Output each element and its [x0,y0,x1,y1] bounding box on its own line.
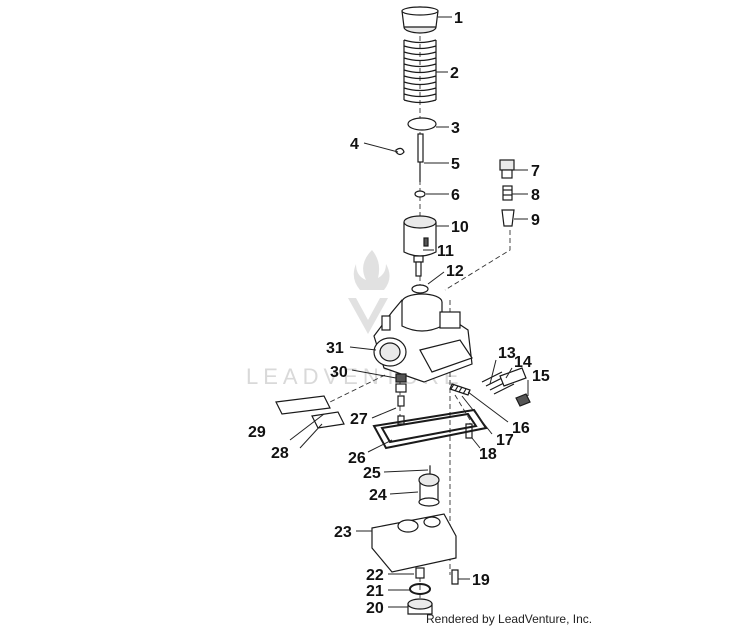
callout-15: 15 [532,368,550,385]
part-drain-o-ring [409,583,431,595]
part-drain-screw [451,569,459,585]
callout-11: 11 [437,243,454,260]
callout-8: 8 [531,187,540,204]
part-bowl-plug [407,598,433,615]
part-pilot-screw [449,383,471,396]
part-needle-clip [395,147,405,156]
leader-lines [289,16,529,608]
part-o-ring [411,284,429,294]
part-needle-valve [502,185,513,201]
callout-19: 19 [472,572,490,589]
part-plates [275,395,345,429]
callout-28: 28 [271,445,289,462]
part-slide-screw [413,255,424,277]
part-retainer-plate [407,117,437,131]
callout-25: 25 [363,465,381,482]
callout-24: 24 [369,487,387,504]
part-spring [403,39,437,104]
part-jet-needle [417,133,424,182]
callout-9: 9 [531,212,540,229]
part-throttle-slide [403,215,437,257]
callout-29: 29 [248,424,266,441]
callout-2: 2 [450,65,459,82]
callout-23: 23 [334,524,352,541]
part-cap [401,6,439,34]
callout-6: 6 [451,187,460,204]
callout-18: 18 [479,446,497,463]
callout-26: 26 [348,450,366,467]
callout-27: 27 [350,411,368,428]
callout-17: 17 [496,432,514,449]
part-valve-tip [501,209,515,227]
part-float [418,473,440,507]
callout-1: 1 [454,10,463,27]
callout-12: 12 [446,263,464,280]
part-main-jet [395,383,407,425]
callout-22: 22 [366,567,384,584]
callout-31: 31 [326,340,344,357]
callout-10: 10 [451,219,469,236]
callout-21: 21 [366,583,384,600]
callout-numbers: 1 2 3 4 5 6 7 8 9 10 11 12 13 14 15 16 1… [248,10,550,617]
callout-13: 13 [498,345,516,362]
callout-4: 4 [350,136,359,153]
callout-16: 16 [512,420,530,437]
part-float-bowl [371,513,457,573]
part-needle-jet [395,373,407,383]
callout-5: 5 [451,156,460,173]
render-credit: Rendered by LeadVenture, Inc. [426,612,593,626]
callout-14: 14 [514,354,532,371]
callout-3: 3 [451,120,460,137]
part-float-bowl-gasket [372,408,488,450]
callout-30: 30 [330,364,348,381]
part-carburetor-body [373,293,473,383]
part-washer [414,190,426,198]
part-idle-screw [481,367,531,407]
part-valve-seat [499,159,515,179]
callout-7: 7 [531,163,540,180]
part-drain-plug [415,567,425,579]
callout-20: 20 [366,600,384,617]
